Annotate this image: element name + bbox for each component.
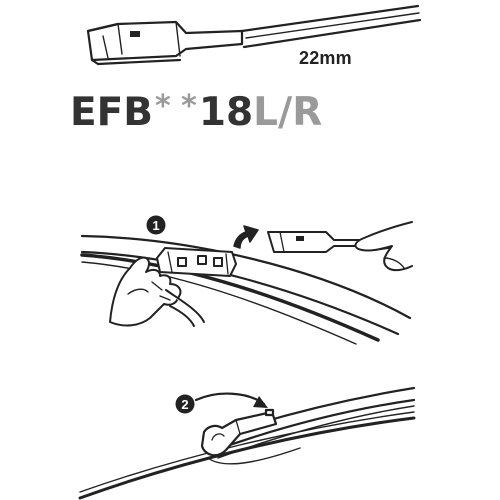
step-2-number: 2 xyxy=(181,397,188,412)
arm-and-blade-step2 xyxy=(78,386,416,500)
model-prefix: EFB xyxy=(70,90,154,135)
left-hand xyxy=(109,256,205,327)
right-hand xyxy=(354,221,413,272)
step2-arrow xyxy=(194,392,268,408)
model-left-side: L xyxy=(253,90,278,135)
model-wildcards: * * xyxy=(155,89,197,124)
model-separator: / xyxy=(277,90,293,135)
step-2-badge: 2 xyxy=(175,394,195,414)
step1-arrow xyxy=(233,225,259,249)
model-right-side: R xyxy=(292,90,323,135)
model-code: EFB* *18L/R xyxy=(70,90,323,135)
step-1-badge: 1 xyxy=(146,215,166,235)
model-size: 18 xyxy=(198,90,254,135)
arm-and-blade-step1 xyxy=(80,234,412,345)
blade-end-illustration xyxy=(86,4,422,66)
step-1-number: 1 xyxy=(152,218,159,233)
blade-width-label: 22mm xyxy=(299,48,352,68)
